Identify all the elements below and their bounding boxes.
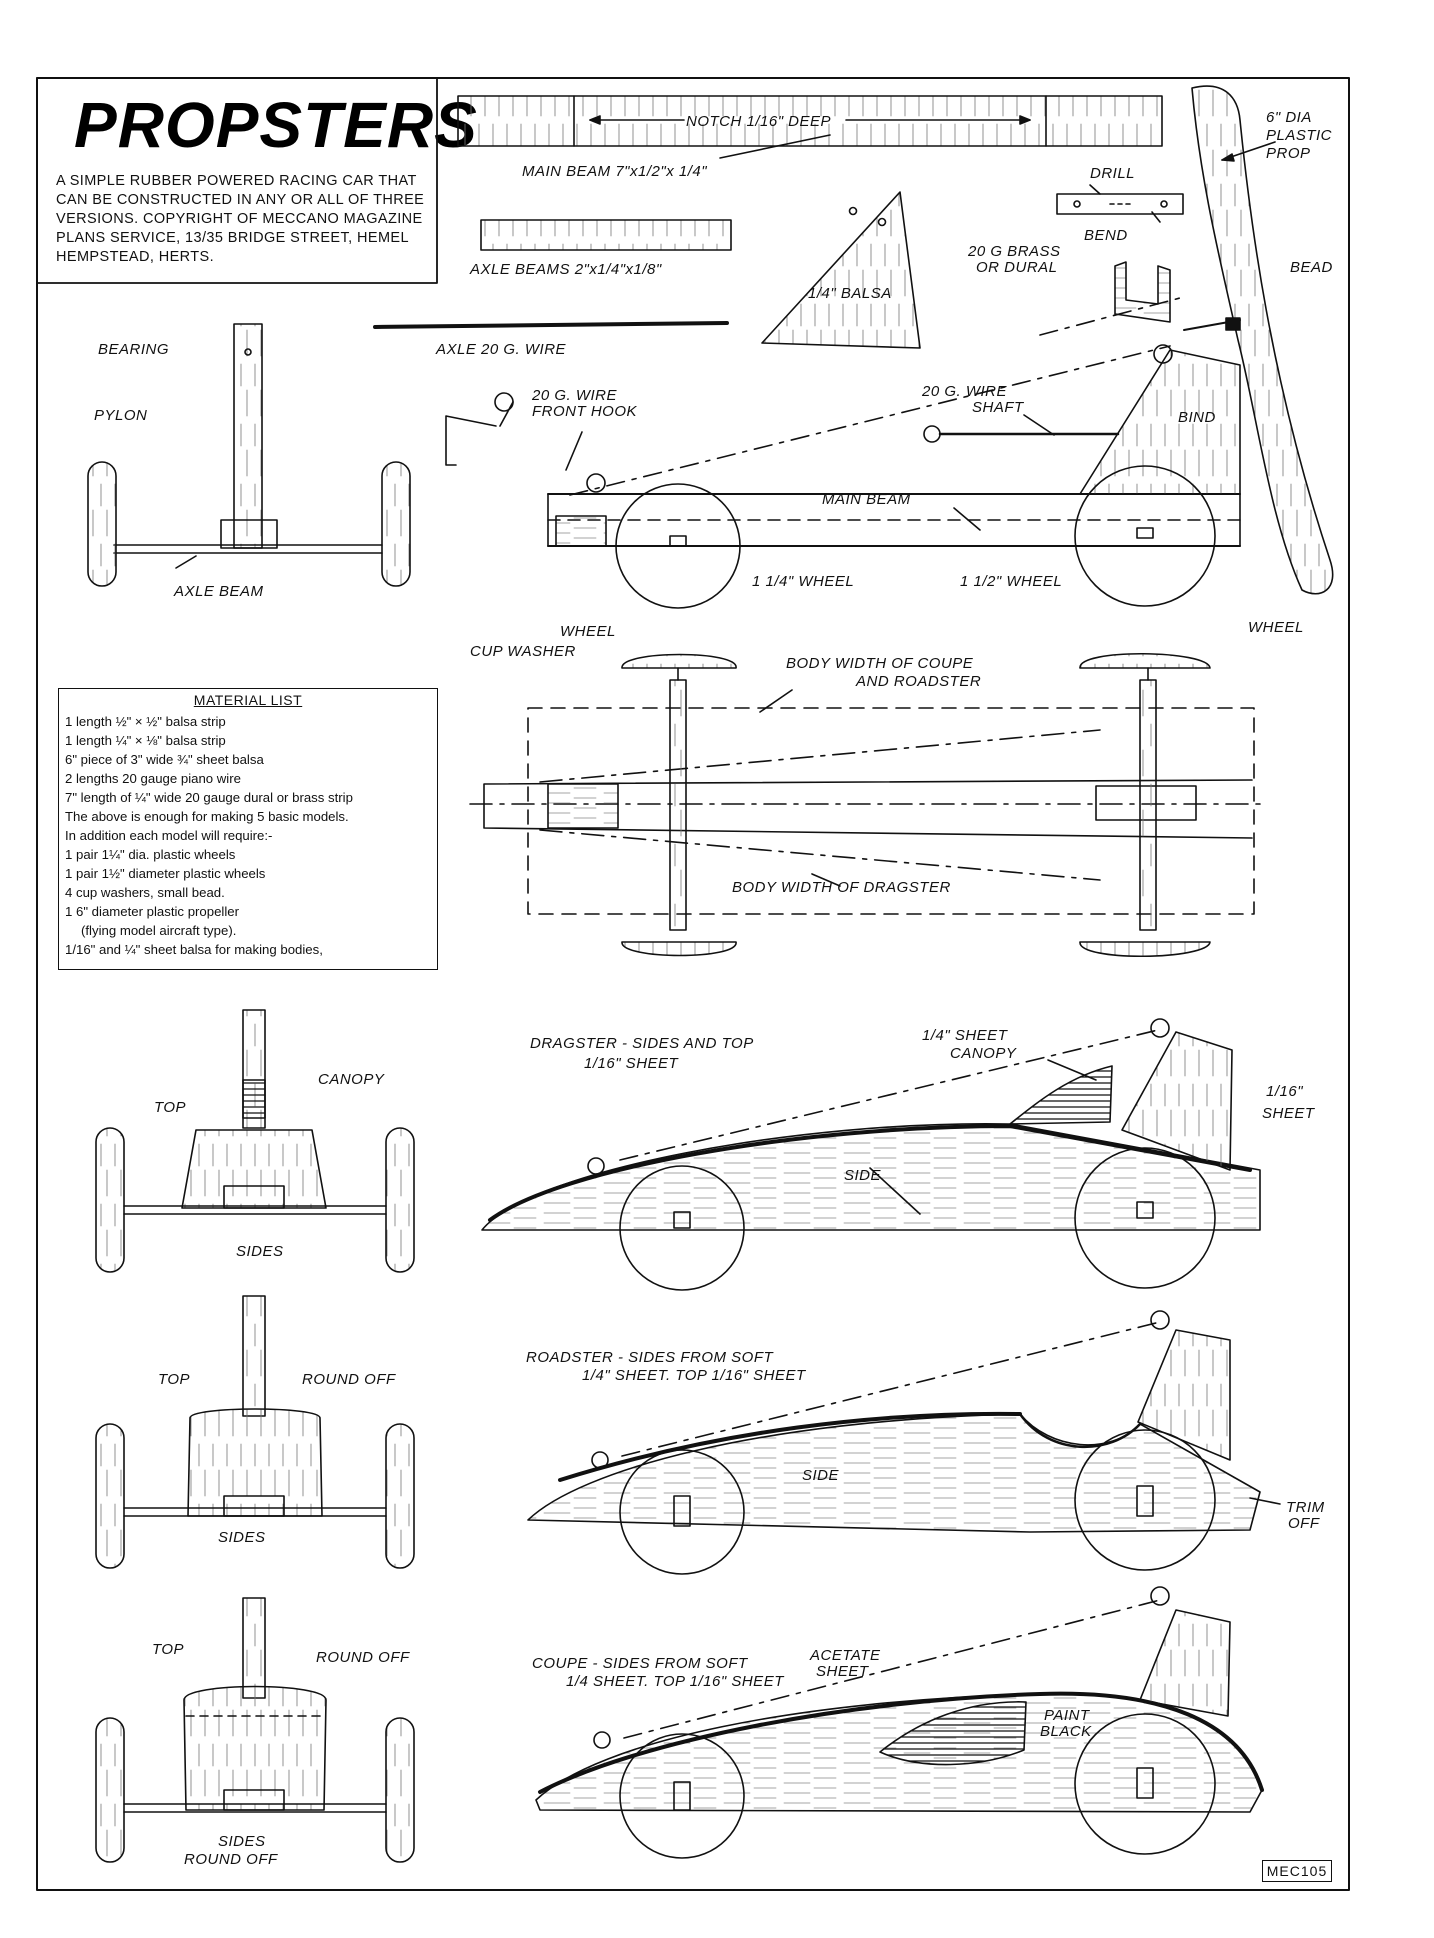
front-view-basic: [87, 323, 411, 587]
coupe-side-view: [535, 1586, 1264, 1859]
labels: NOTCH 1/16" DEEP MAIN BEAM 7"x1/2"x 1/4"…: [94, 109, 1333, 1868]
label-cup-washer: CUP WASHER: [470, 643, 576, 660]
dragster-front-view: [95, 1009, 415, 1273]
material-item: 1 pair 1½" diameter plastic wheels: [65, 866, 266, 881]
label-dragster-title-1: DRAGSTER - SIDES AND TOP: [530, 1035, 754, 1052]
label-front-hook-2: FRONT HOOK: [532, 403, 637, 420]
label-trim-2: OFF: [1288, 1515, 1320, 1532]
label-brass-1: 20 G BRASS: [967, 243, 1061, 260]
label-bearing: BEARING: [98, 341, 169, 358]
label-dragster-top: TOP: [154, 1099, 186, 1116]
page-frame: [36, 77, 1350, 1891]
label-roadster-sides: SIDES: [218, 1529, 266, 1546]
label-axle-beams: AXLE BEAMS 2"x1/4"x1/8": [469, 261, 662, 278]
label-acetate-2: SHEET: [816, 1663, 870, 1680]
label-roadster-round-off: ROUND OFF: [302, 1371, 396, 1388]
material-item: 1 length ¼" × ⅛" balsa strip: [65, 733, 226, 748]
label-front-hook-1: 20 G. WIRE: [531, 387, 618, 404]
label-notch: NOTCH 1/16" DEEP: [686, 113, 831, 130]
material-item: 2 lengths 20 gauge piano wire: [65, 771, 241, 786]
label-roadster-top: TOP: [158, 1371, 190, 1388]
roadster-front-view: [95, 1295, 415, 1569]
label-paint-2: BLACK: [1040, 1723, 1092, 1740]
label-sheet116-1: 1/16": [1266, 1083, 1303, 1100]
label-body-width-1: BODY WIDTH OF COUPE: [786, 655, 974, 672]
label-coupe-sides: SIDES: [218, 1833, 266, 1850]
label-roadster-title-2: 1/4" SHEET. TOP 1/16" SHEET: [582, 1367, 807, 1384]
label-coupe-title-2: 1/4 SHEET. TOP 1/16" SHEET: [566, 1673, 785, 1690]
label-sheet116-2: SHEET: [1262, 1105, 1316, 1122]
propeller-part: [1191, 85, 1334, 595]
label-prop-3: PROP: [1266, 145, 1311, 162]
label-roadster-side: SIDE: [802, 1467, 840, 1484]
material-item: 1 pair 1¼" dia. plastic wheels: [65, 847, 236, 862]
label-wheel-right: WHEEL: [1248, 619, 1304, 636]
material-item: The above is enough for making 5 basic m…: [65, 809, 349, 824]
page-title: PROPSTERS: [74, 89, 478, 161]
material-item: 7" length of ¼" wide 20 gauge dural or b…: [65, 790, 353, 805]
label-coupe-top: TOP: [152, 1641, 184, 1658]
material-item: 1 length ½" × ½" balsa strip: [65, 714, 226, 729]
material-item: 1 6" diameter plastic propeller: [65, 904, 240, 919]
main-beam-part: [457, 95, 1163, 159]
label-wheel-left: WHEEL: [560, 623, 616, 640]
axle-beams-part: [373, 219, 732, 329]
label-shaft-1: 20 G. WIRE: [921, 383, 1008, 400]
label-paint-1: PAINT: [1044, 1707, 1091, 1724]
label-canopy-sheet-1: 1/4" SHEET: [922, 1027, 1009, 1044]
label-dragster-title-2: 1/16" SHEET: [584, 1055, 680, 1072]
label-main-beam: MAIN BEAM: [822, 491, 911, 508]
label-brass-2: OR DURAL: [976, 259, 1058, 276]
label-coupe-round-off-2: ROUND OFF: [184, 1851, 278, 1868]
material-items: 1 length ½" × ½" balsa strip 1 length ¼"…: [65, 712, 437, 959]
label-axle-wire: AXLE 20 G. WIRE: [435, 341, 567, 358]
label-acetate-1: ACETATE: [809, 1647, 881, 1664]
label-drill: DRILL: [1090, 165, 1135, 182]
label-coupe-title-1: COUPE - SIDES FROM SOFT: [532, 1655, 749, 1672]
label-axle-beam: AXLE BEAM: [173, 583, 264, 600]
coupe-front-view: [95, 1597, 415, 1863]
material-item: 4 cup washers, small bead.: [65, 885, 225, 900]
plan-view: [469, 652, 1261, 958]
label-body-width-2: AND ROADSTER: [855, 673, 981, 690]
material-list: MATERIAL LIST 1 length ½" × ½" balsa str…: [58, 688, 438, 970]
label-shaft-2: SHAFT: [972, 399, 1025, 416]
label-pylon: PYLON: [94, 407, 147, 424]
bearing-bracket-part: [1056, 184, 1184, 323]
material-item: 6" piece of 3" wide ¾" sheet balsa: [65, 752, 264, 767]
side-elevation: [445, 297, 1241, 609]
roadster-side-view: [527, 1310, 1281, 1575]
label-roadster-title-1: ROADSTER - SIDES FROM SOFT: [526, 1349, 775, 1366]
label-bead: BEAD: [1290, 259, 1333, 276]
label-dragster-side: SIDE: [844, 1167, 882, 1184]
label-trim-1: TRIM: [1286, 1499, 1325, 1516]
label-dragster-sides: SIDES: [236, 1243, 284, 1260]
dragster-side-view: [481, 1018, 1261, 1291]
material-list-title: MATERIAL LIST: [193, 692, 303, 708]
label-wheel-114: 1 1/4" WHEEL: [752, 573, 854, 590]
label-canopy: CANOPY: [318, 1071, 385, 1088]
label-wheel-112: 1 1/2" WHEEL: [960, 573, 1062, 590]
label-prop-2: PLASTIC: [1266, 127, 1332, 144]
label-main-beam-size: MAIN BEAM 7"x1/2"x 1/4": [522, 163, 707, 180]
label-coupe-round-off: ROUND OFF: [316, 1649, 410, 1666]
material-item: In addition each model will require:-: [65, 828, 273, 843]
plan-code: MEC105: [1262, 1860, 1332, 1882]
material-item: 1/16" and ¼" sheet balsa for making bodi…: [65, 942, 323, 957]
label-canopy-sheet-2: CANOPY: [950, 1045, 1017, 1062]
label-bind: BIND: [1178, 409, 1216, 426]
label-quarter-balsa: 1/4" BALSA: [808, 285, 892, 302]
label-body-width-dragster: BODY WIDTH OF DRAGSTER: [732, 879, 951, 896]
label-prop-1: 6" DIA: [1266, 109, 1312, 126]
intro-text: A SIMPLE RUBBER POWERED RACING CAR THAT …: [56, 173, 425, 265]
material-item: (flying model aircraft type).: [81, 923, 237, 938]
balsa-pylon-part: [761, 191, 921, 349]
label-bend: BEND: [1084, 227, 1128, 244]
